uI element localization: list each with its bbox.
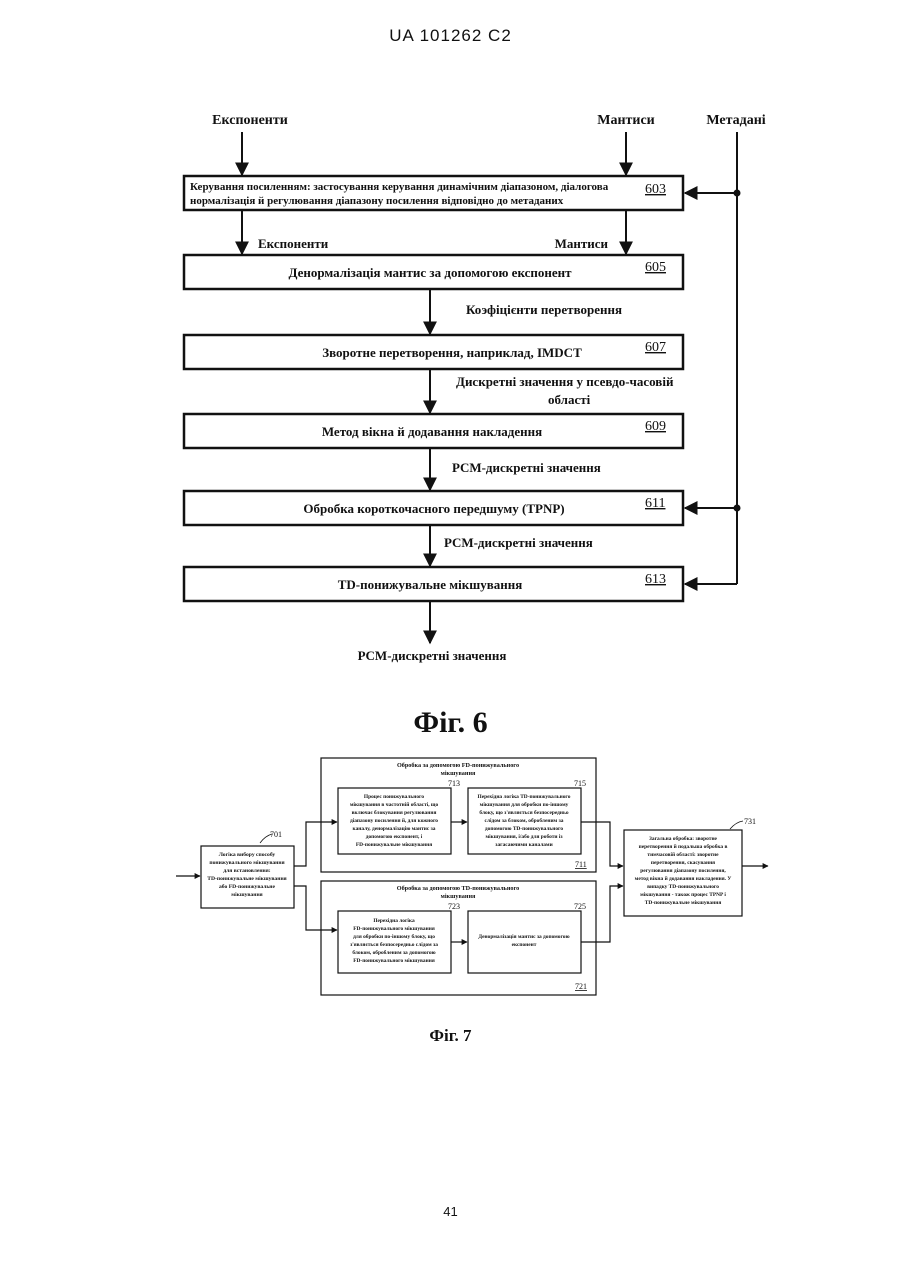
flow-label-exponents: Експоненти <box>258 236 329 251</box>
fig6-caption: Фіг. 6 <box>0 706 901 740</box>
arrow-725-731 <box>581 886 623 942</box>
block-713-line6: допомогою експонент, і <box>366 834 423 840</box>
page-number: 41 <box>0 1204 901 1219</box>
block-611-ref: 611 <box>645 496 665 511</box>
block-723-line2: FD-понижувального мікшування <box>353 926 435 932</box>
block-731-line2: перетворення й подальша обробка в <box>639 843 728 850</box>
block-731-line8: мікшування - також процес TPNP і <box>640 892 726 898</box>
block-609-text: Метод вікна й додавання накладення <box>322 424 542 439</box>
block-723-line4: з'являється безпосередньо слідом за <box>350 941 438 948</box>
block-723-ref: 723 <box>448 902 460 911</box>
block-725-line2: експонент <box>512 942 537 948</box>
block-613-text: TD-понижувальне мікшування <box>338 577 523 592</box>
arrow-701-713 <box>294 822 337 866</box>
block-609-ref: 609 <box>645 419 666 434</box>
block-603-ref: 603 <box>645 182 666 197</box>
flow-label-pcm-2: PCM-дискретні значення <box>444 535 593 550</box>
block-713-line5: каналу, денормалізацію мантис за <box>353 826 436 832</box>
flow-label-discrete-2: області <box>548 392 591 407</box>
block-731-ref: 731 <box>744 817 756 826</box>
block-723-line5: блоком, обробленим за допомогою <box>352 949 435 956</box>
group-711-ref: 711 <box>575 860 587 869</box>
group-711-title2: мікшування <box>441 770 476 777</box>
block-713-line2: мікшування в частотній області, що <box>350 801 439 808</box>
block-701-line4: TD-понижувальне мікшування <box>207 876 286 882</box>
block-725-ref: 725 <box>574 902 586 911</box>
block-607-ref: 607 <box>645 340 666 355</box>
block-723-line3: для обробки по-іншому блоку, що <box>353 933 435 940</box>
block-731-line3: тимчасовій області: зворотне <box>647 851 719 858</box>
flow-label-discrete-1: Дискретні значення у псевдо-часовій <box>456 374 674 389</box>
block-715-line6: мікшування, і/або для роботи із <box>485 833 563 840</box>
block-605-ref: 605 <box>645 260 666 275</box>
block-613-ref: 613 <box>645 572 666 587</box>
block-713-line3: включає блокування регулювання <box>352 809 437 816</box>
fig7-caption: Фіг. 7 <box>0 1026 901 1046</box>
fig7-diagram: 701 Логіка вибору способу понижувального… <box>176 758 768 995</box>
block-731-line5: регулювання діапазону посилення, <box>640 868 726 874</box>
block-731-line7: випадку TD-понижувального <box>647 884 719 890</box>
group-721-title2: мікшування <box>441 893 476 900</box>
arrow-715-731 <box>581 822 623 866</box>
block-701-line5: або FD-понижувальне <box>219 883 276 890</box>
block-715-line4: слідом за блоком, обробленим за <box>485 817 564 824</box>
block-713-line4: діапазону посилення й, для кожного <box>350 817 438 824</box>
flow-label-coefficients: Коэфіцієнти перетворення <box>466 302 622 317</box>
flow-label-pcm-out: PCM-дискретні значення <box>358 648 507 663</box>
block-715-line2: мікшування для обробки по-іншому <box>480 801 569 808</box>
block-701-line6: мікшування <box>231 892 262 898</box>
block-715-ref: 715 <box>574 779 586 788</box>
block-715-line1: Перехідна логіка TD-понижувального <box>478 794 571 800</box>
block-723-line1: Перехідна логіка <box>373 918 415 924</box>
block-715-line3: блоку, що з'являється безпосередньо <box>479 809 568 816</box>
block-715-line5: допомогою TD-понижувального <box>485 826 563 832</box>
block-713-line1: Процес понижувального <box>364 794 424 800</box>
block-701-line3: для встановлення: <box>223 868 270 874</box>
block-731-line6: метод вікна й додавання накладення. У <box>635 875 732 882</box>
block-701-ref: 701 <box>270 830 282 839</box>
block-603-line1: Керування посиленням: застосування керув… <box>190 181 609 193</box>
fig6-diagram: Експоненти Мантиси Метадані Керування по… <box>184 113 766 663</box>
block-603-line2: нормалізація й регулювання діапазону пос… <box>190 195 564 207</box>
input-label-exponents: Експоненти <box>212 113 288 128</box>
flow-label-pcm-1: PCM-дискретні значення <box>452 460 601 475</box>
arrow-701-723 <box>294 886 337 930</box>
block-715-line7: загасаючими каналами <box>495 842 552 848</box>
input-label-metadata: Метадані <box>706 113 765 128</box>
block-723-line6: FD-понижувального мікшування <box>353 958 435 964</box>
group-711-title1: Обробка за допомогою FD-понижувального <box>397 762 519 769</box>
block-611-text: Обробка короткочасного передшуму (TPNP) <box>303 501 564 516</box>
flow-label-mantissas: Мантиси <box>555 236 609 251</box>
group-721-title1: Обробка за допомогою TD-понижувального <box>397 885 519 892</box>
block-713-ref: 713 <box>448 779 460 788</box>
block-725-line1: Денормалізація мантис за допомогою <box>478 934 569 940</box>
block-731-leader <box>730 821 743 829</box>
block-731-line4: перетворення, скасування <box>651 860 715 866</box>
block-713-line7: FD-понижувальне мікшування <box>356 842 432 848</box>
input-label-mantissas: Мантиси <box>597 113 655 128</box>
block-701-line1: Логіка вибору способу <box>219 851 276 858</box>
block-731-line9: TD-понижувальне мікшування <box>645 900 722 906</box>
block-607-text: Зворотне перетворення, наприклад, IMDCT <box>322 345 582 360</box>
group-721-ref: 721 <box>575 982 587 991</box>
block-701-line2: понижувального мікшування <box>209 860 284 866</box>
block-731-line1: Загальна обробка: зворотне <box>649 835 718 842</box>
block-605-text: Денормалізація мантис за допомогою експо… <box>288 265 572 280</box>
